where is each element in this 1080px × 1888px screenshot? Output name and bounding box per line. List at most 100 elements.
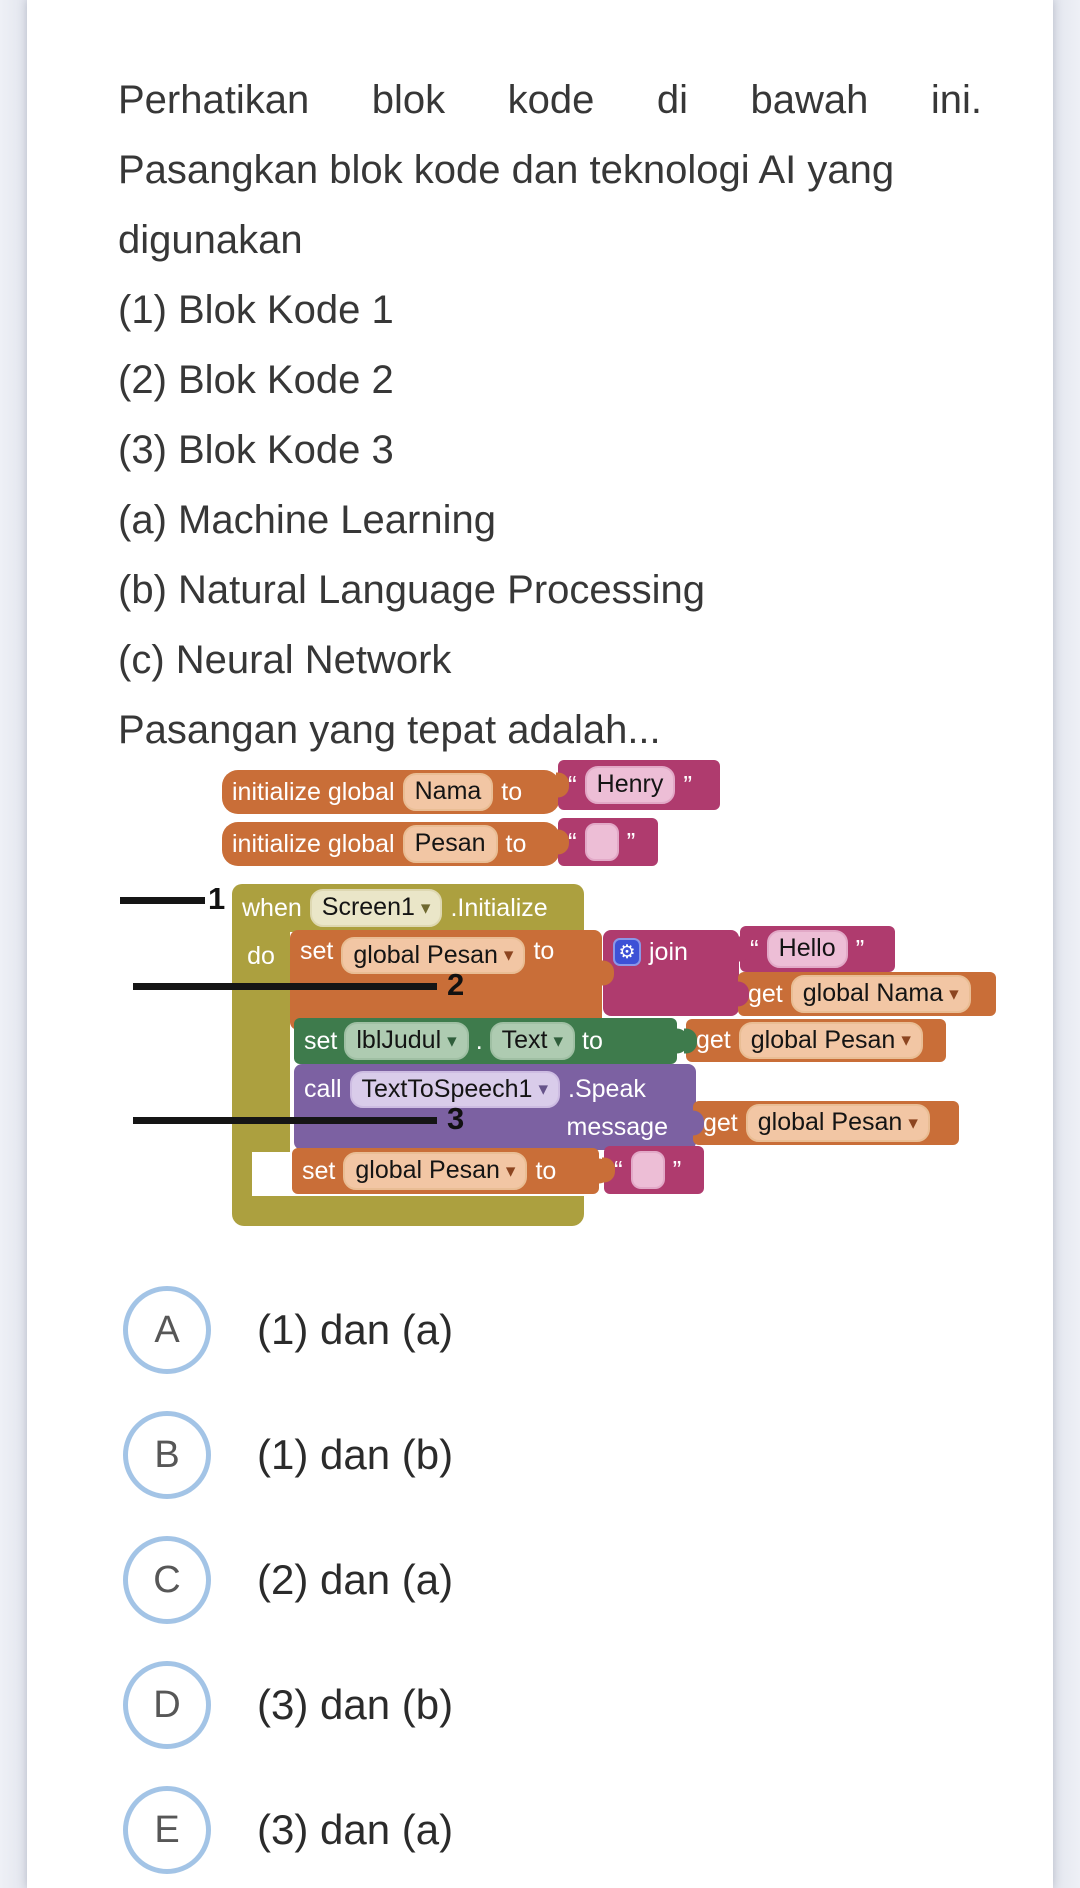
option-label: (1) dan (b) [257,1431,454,1478]
dropdown-caret-icon: ▾ [908,1112,918,1134]
field-text-property-dropdown: Text ▾ [489,1022,576,1060]
field-global-pesan-dropdown: global Pesan ▾ [738,1021,923,1060]
block-string-hello: “ Hello ” [740,926,895,972]
field-texttospeech1-dropdown: TextToSpeech1 ▾ [349,1071,561,1109]
question-line-item-2: (2) Blok Kode 2 [118,358,394,402]
block-keyword: get [748,979,783,1008]
option-row-b[interactable]: B (1) dan (b) [27,1411,1053,1499]
question-line: Pasangkan blok kode dan teknologi AI yan… [118,148,895,192]
block-get-global-nama: get global Nama ▾ [738,972,996,1016]
option-row-a[interactable]: A (1) dan (a) [27,1286,1053,1374]
block-keyword: to [535,1156,557,1185]
block-method-name: .Speak [568,1075,646,1104]
block-keyword: set [304,1026,338,1055]
block-keyword: when [242,893,302,922]
option-c-radio[interactable]: C [123,1536,211,1624]
field-nama: Nama [402,773,494,811]
block-init-global-nama: initialize global Nama to [222,770,560,814]
field-value: Text [501,1026,548,1055]
block-dot: . [475,1026,483,1055]
field-value: Screen1 [321,893,415,922]
block-keyword: set [300,937,334,965]
close-quote: ” [626,826,636,857]
call-block-header: call TextToSpeech1 ▾ .Speak [304,1071,686,1109]
option-b-radio[interactable]: B [123,1411,211,1499]
block-empty-string: “ ” [558,818,658,866]
block-when-screen1-initialize: when Screen1 ▾ .Initialize [232,884,584,932]
option-label: (1) dan (a) [257,1306,454,1353]
block-keyword: call [304,1075,342,1104]
field-global-pesan-dropdown: global Pesan ▾ [745,1104,930,1142]
block-keyword: set [302,1156,336,1185]
dropdown-caret-icon: ▾ [420,897,431,919]
dropdown-caret-icon: ▾ [901,1030,911,1051]
open-quote: “ [750,933,759,964]
param-label-message: message [566,1112,668,1141]
option-label: (2) dan (a) [257,1556,454,1603]
option-row-e[interactable]: E (3) dan (a) [27,1786,1053,1874]
open-quote: “ [568,769,577,800]
block-get-global-pesan-1: get global Pesan ▾ [686,1019,946,1062]
option-row-c[interactable]: C (2) dan (a) [27,1536,1053,1624]
block-keyword: get [703,1108,738,1137]
gear-icon: ⚙ [613,938,641,966]
field-value: global Nama [802,979,944,1008]
dropdown-caret-icon: ▾ [949,983,959,1005]
marker-1-line [120,897,205,904]
question-prompt: Pasangan yang tepat adalah... [118,708,661,752]
answer-options: A (1) dan (a) B (1) dan (b) C (2) dan (a… [27,1286,1053,1874]
block-event-name: .Initialize [450,893,548,922]
block-join: ⚙ join [603,930,739,1016]
dropdown-caret-icon: ▾ [538,1079,549,1101]
field-empty-string [630,1151,665,1189]
close-quote: ” [672,1154,682,1185]
field-value: global Pesan [750,1025,896,1054]
block-keyword: to [582,1026,603,1055]
option-label: (3) dan (a) [257,1806,454,1853]
block-keyword: to [501,777,523,806]
block-set-global-pesan-2: set global Pesan ▾ to [292,1148,599,1194]
question-line-item-a: (a) Machine Learning [118,498,496,542]
marker-3-line [133,1117,437,1124]
question-card: Perhatikan blok kode di bawah ini. Pasan… [27,0,1053,1888]
close-quote: ” [855,933,865,964]
field-value: global Pesan [757,1108,903,1137]
dropdown-caret-icon: ▾ [503,945,514,967]
question-line: digunakan [118,218,303,262]
option-row-d[interactable]: D (3) dan (b) [27,1661,1053,1749]
field-global-nama-dropdown: global Nama ▾ [790,975,971,1013]
marker-3-label: 3 [447,1101,465,1136]
block-keyword: join [649,938,688,966]
open-quote: “ [614,1154,623,1185]
dropdown-caret-icon: ▾ [447,1030,457,1052]
field-henry: Henry [584,766,676,804]
field-global-pesan-dropdown: global Pesan ▾ [341,937,526,975]
block-keyword: to [505,829,527,858]
field-global-pesan-dropdown: global Pesan ▾ [343,1152,528,1190]
field-screen1-dropdown: Screen1 ▾ [309,889,443,927]
when-do-slot: do [232,932,290,1152]
block-keyword: initialize global [232,829,395,858]
field-empty-string [584,823,619,861]
marker-1-label: 1 [208,881,226,916]
question-line-item-c: (c) Neural Network [118,638,452,682]
field-pesan: Pesan [402,825,498,863]
option-a-radio[interactable]: A [123,1286,211,1374]
option-e-radio[interactable]: E [123,1786,211,1874]
question-line-item-b: (b) Natural Language Processing [118,568,706,612]
field-value: TextToSpeech1 [361,1075,533,1103]
block-init-global-pesan: initialize global Pesan to [222,822,560,866]
question-line-item-1: (1) Blok Kode 1 [118,288,394,332]
when-block-left-edge [232,1152,252,1196]
marker-2-line [133,983,437,990]
marker-2-label: 2 [447,967,465,1002]
call-block-param-row: message [304,1108,686,1146]
block-set-global-pesan-1: set global Pesan ▾ to [290,930,602,1030]
question-line-item-3: (3) Blok Kode 3 [118,428,394,472]
dropdown-caret-icon: ▾ [553,1030,564,1052]
block-string-henry: “ Henry ” [558,760,720,810]
option-d-radio[interactable]: D [123,1661,211,1749]
block-set-lbljudul-text: set lblJudul ▾ . Text ▾ to [294,1018,677,1064]
close-quote: ” [683,769,693,800]
